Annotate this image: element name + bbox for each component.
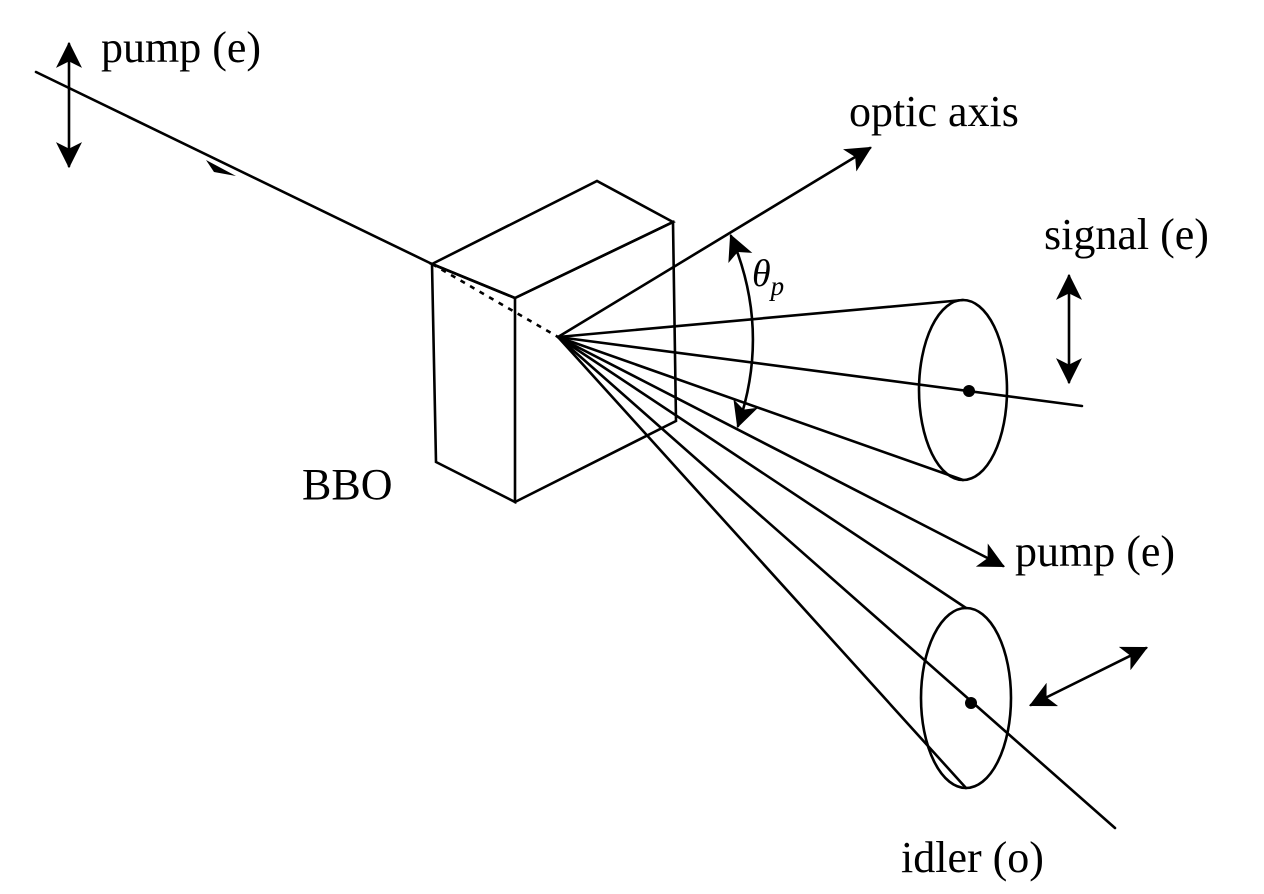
signal-beam-center-dot — [963, 385, 975, 397]
theta-p-label: θp — [752, 253, 784, 301]
theta-subscript: p — [769, 271, 785, 301]
pump-beam-inside-crystal — [431, 262, 559, 339]
theta-p-angle-arc — [728, 234, 759, 429]
crystal-label: BBO — [302, 460, 392, 509]
bbo-crystal — [428, 179, 678, 505]
pump-output-label: pump (e) — [1015, 527, 1175, 576]
idler-beam-axis — [556, 335, 1117, 830]
pump-input-label: pump (e) — [101, 23, 261, 72]
crystal-side-face — [513, 219, 678, 504]
crystal-front-face — [430, 262, 517, 505]
signal-cone-upper-edge — [556, 298, 965, 339]
pump-output-beam — [556, 335, 1005, 568]
optic-axis-line — [556, 146, 872, 339]
signal-label: signal (e) — [1044, 210, 1209, 259]
idler-cone-upper-edge — [556, 335, 968, 610]
idler-beam-center-dot — [965, 697, 977, 709]
signal-beam-axis — [556, 335, 1084, 408]
signal-cone-lower-edge — [556, 335, 965, 482]
theta-symbol: θ — [752, 253, 771, 295]
optic-axis-label: optic axis — [849, 87, 1019, 136]
idler-cone — [556, 335, 1117, 830]
idler-label: idler (o) — [901, 833, 1044, 882]
idler-polarization-arrow — [1029, 646, 1148, 707]
idler-cone-ellipse — [919, 606, 1013, 790]
pump-direction-arrowhead — [206, 160, 236, 176]
pump-input-beam — [34, 70, 434, 266]
signal-cone — [556, 298, 1084, 482]
signal-cone-ellipse — [917, 298, 1009, 482]
idler-cone-lower-edge — [556, 335, 968, 790]
